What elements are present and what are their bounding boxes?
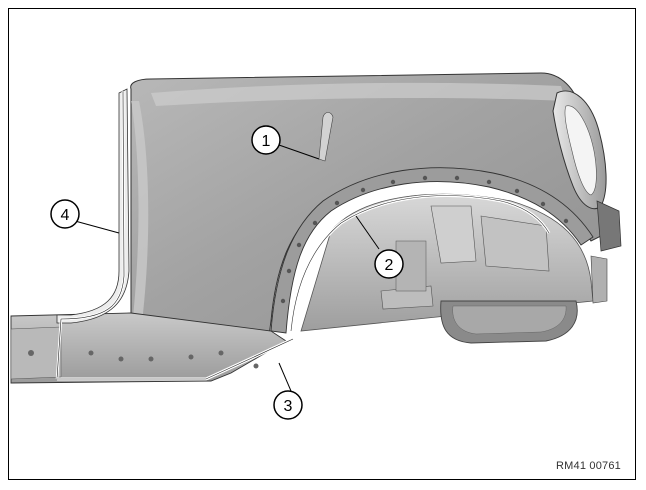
callout-3-label: 3	[284, 398, 293, 415]
callout-1-label: 1	[262, 133, 271, 150]
sill-holes	[28, 350, 259, 369]
flange-holes	[280, 175, 569, 304]
door-opening-flange	[56, 88, 130, 324]
callout-3: 3	[273, 390, 303, 420]
leader-lines	[74, 144, 380, 392]
wheel-arch-flange	[270, 167, 594, 334]
callout-4: 4	[50, 199, 80, 229]
panel-rib	[318, 112, 334, 162]
callout-2-label: 2	[385, 257, 394, 274]
rear-side-panel-illustration: 1 2 3 4	[10, 72, 622, 420]
callout-1: 1	[251, 125, 281, 155]
diagram-frame: 1 2 3 4 RM41 00761	[8, 8, 636, 480]
side-sill	[10, 312, 287, 384]
reference-code: RM41 00761	[556, 460, 621, 472]
callout-4-label: 4	[61, 207, 70, 224]
callout-2: 2	[374, 249, 404, 279]
